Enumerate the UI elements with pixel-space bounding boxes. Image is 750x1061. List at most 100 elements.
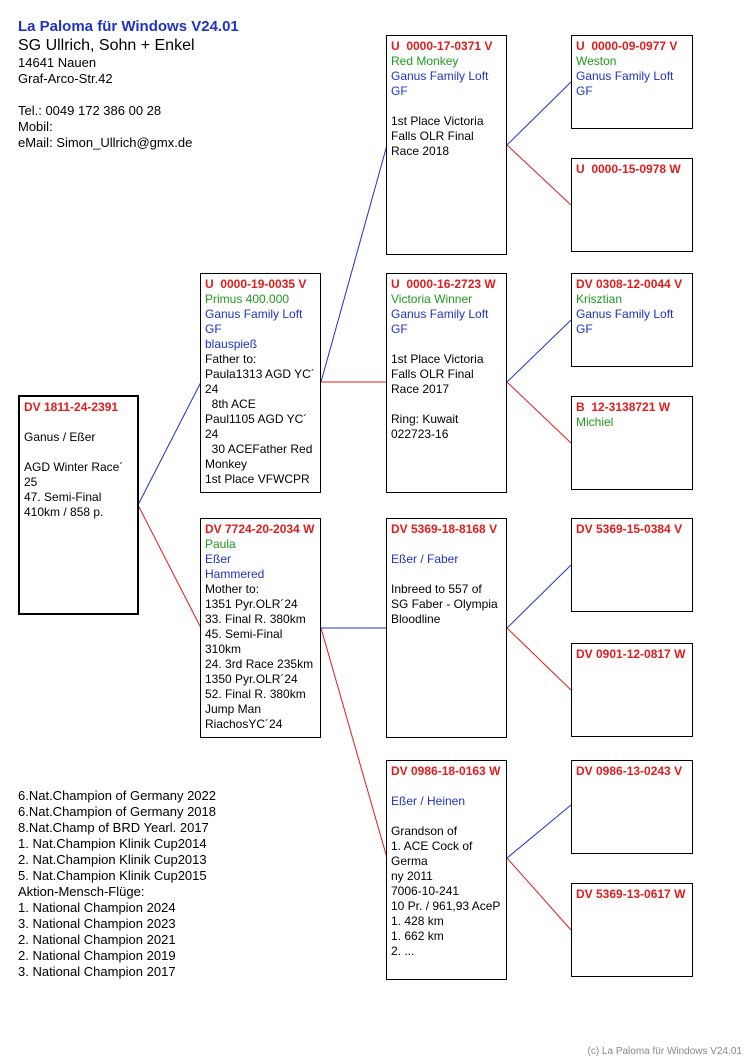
footer-copyright: (c) La Paloma für Windows V24.01 [587,1046,742,1057]
text-line: Falls OLR Final [391,367,474,381]
text-line: 47. Semi-Final [24,490,102,504]
text-line: 3. National Champion 2017 [18,964,176,979]
text-line: 1350 Pyr.OLR´24 [205,672,298,686]
text-line: 24 [205,427,219,441]
text-line: 52. Final R. 380km [205,687,306,701]
owner-name: SG Ullrich, Sohn + Enkel [18,37,195,54]
text-line: Ring: Kuwait [391,412,459,426]
text-line: Grandson of [391,824,458,838]
connector-g5 [506,564,572,629]
sire-name: Primus 400.000 [205,292,290,306]
text-line: Aktion-Mensch-Flüge: [18,884,145,899]
sd-ring: U 0000-16-2723 W [391,277,496,291]
text-line: 33. Final R. 380km [205,612,306,626]
g1-loft: Ganus Family Loft [576,69,674,83]
g3-code: GF [576,322,593,336]
connector-g2 [506,144,572,206]
g7-ring: DV 0986-13-0243 V [576,764,683,778]
connector-g7 [506,804,572,859]
g5-ring: DV 5369-15-0384 V [576,522,683,536]
g3-card[interactable]: DV 0308-12-0044 V Krisztian Ganus Family… [571,273,693,367]
connector-sire [137,381,202,506]
g5-card[interactable]: DV 5369-15-0384 V [571,518,693,612]
g7-card[interactable]: DV 0986-13-0243 V [571,760,693,854]
text-line: Father to: [205,352,257,366]
text-line: Eßer / Faber [391,552,459,566]
text-line: 6.Nat.Champion of Germany 2018 [18,804,216,819]
connector-g4 [506,381,572,444]
dam-ring: DV 7724-20-2034 W [205,522,315,536]
ss-ring: U 0000-17-0371 V [391,39,493,53]
g2-card[interactable]: U 0000-15-0978 W [571,158,693,252]
subject-ring: DV 1811-24-2391 [24,400,119,414]
text-line: 10 Pr. / 961,93 AceP [391,899,501,913]
g4-name: Michiel [576,415,614,429]
text-line: 5. Nat.Champion Klinik Cup2015 [18,868,207,883]
text-line: Race 2017 [391,382,450,396]
text-line: Race 2018 [391,144,450,158]
text-line: 30 ACEFather Red [205,442,313,456]
text-line: Bloodline [391,612,441,626]
text-line: 1. Nat.Champion Klinik Cup2014 [18,836,207,851]
ds-ring: DV 5369-18-8168 V [391,522,498,536]
text-line [391,779,502,794]
connector-dam [137,504,202,629]
sd-loft: Ganus Family Loft [391,307,489,321]
sire-dam-card[interactable]: U 0000-16-2723 W Victoria Winner Ganus F… [386,273,507,493]
text-line: 45. Semi-Final [205,627,283,641]
text-line: 022723-16 [391,427,449,441]
text-line: 1st Place Victoria [391,114,484,128]
connector-g3 [506,319,572,383]
text-line: Ganus / Eßer [24,430,96,444]
sire-ring: U 0000-19-0035 V [205,277,307,291]
connector-g1 [506,81,572,146]
text-line: 2. National Champion 2019 [18,948,176,963]
sire-sire-card[interactable]: U 0000-17-0371 V Red Monkey Ganus Family… [386,35,507,255]
text-line [391,337,502,352]
text-line: AGD Winter Race´ [24,460,124,474]
connector-g6 [506,627,572,691]
owner-tel: Tel.: 0049 172 386 00 28 [18,103,162,118]
sire-card[interactable]: U 0000-19-0035 V Primus 400.000 Ganus Fa… [200,273,321,493]
dam-card[interactable]: DV 7724-20-2034 W Paula Eßer Hammered Mo… [200,518,321,738]
text-line: 8th ACE [205,397,256,411]
text-line: ny 2011 [391,869,433,883]
text-line [391,809,502,824]
text-line: RiachosYC´24 [205,717,283,731]
text-line [391,397,502,412]
g8-card[interactable]: DV 5369-13-0617 W [571,883,693,977]
text-line: 310km [205,642,242,656]
text-line: 1351 Pyr.OLR´24 [205,597,298,611]
dam-breeder: Eßer [205,552,232,566]
g1-name: Weston [576,54,617,68]
text-line: 3. National Champion 2023 [18,916,176,931]
owner-email: eMail: Simon_Ullrich@gmx.de [18,135,193,150]
sd-code: GF [391,322,408,336]
g1-code: GF [576,84,593,98]
owner-mobil: Mobil: [18,119,53,134]
g1-card[interactable]: U 0000-09-0977 V Weston Ganus Family Lof… [571,35,693,129]
text-line: 1. ACE Cock of [391,839,473,853]
g6-card[interactable]: DV 0901-12-0817 W [571,643,693,737]
g4-card[interactable]: B 12-3138721 W Michiel [571,396,693,490]
text-line: 25 [24,475,38,489]
owner-header: La Paloma für Windows V24.01 SG Ullrich,… [18,18,278,151]
text-line: 2. Nat.Champion Klinik Cup2013 [18,852,207,867]
text-line: SG Faber - Olympia [391,597,498,611]
text-line: 1st Place Victoria [391,352,484,366]
sd-name: Victoria Winner [391,292,473,306]
connector-g8 [506,857,572,931]
g2-ring: U 0000-15-0978 W [576,162,681,176]
g8-ring: DV 5369-13-0617 W [576,887,686,901]
text-line: 24. 3rd Race 235km [205,657,314,671]
g6-ring: DV 0901-12-0817 W [576,647,686,661]
